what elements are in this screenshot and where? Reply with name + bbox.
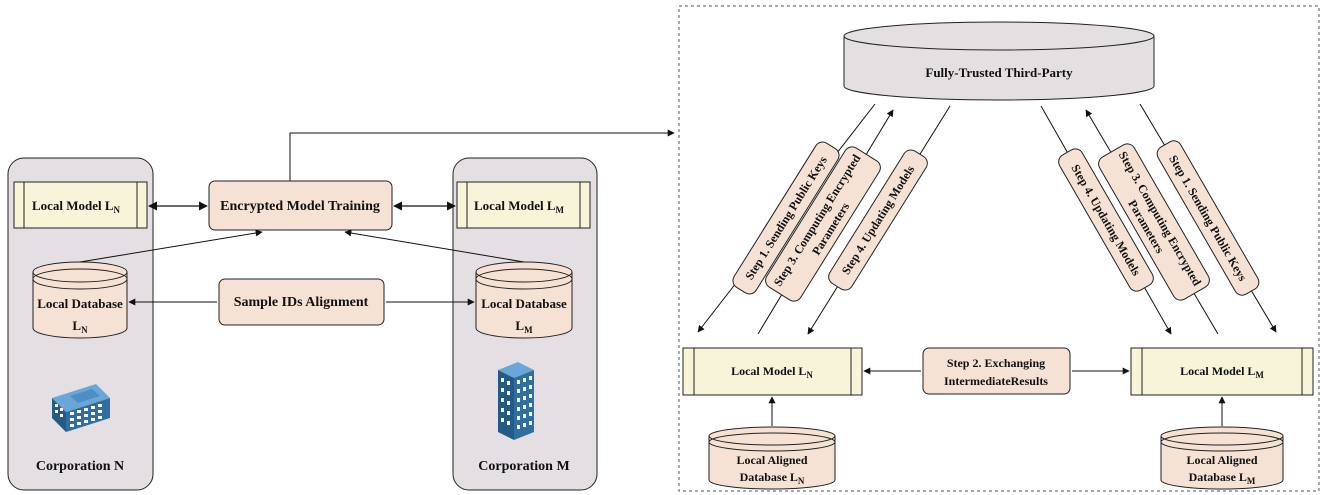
third-party-label: Fully-Trusted Third-Party — [925, 65, 1073, 80]
svg-text:Database LN: Database LN — [740, 470, 805, 486]
arrow-training-to-detail — [289, 129, 675, 181]
right-db-n-line2: Database L — [740, 470, 798, 484]
local-model-m-label: Local Model L — [474, 198, 556, 213]
svg-text:LN: LN — [72, 318, 88, 335]
local-model-m-box: Local Model LM — [456, 181, 591, 229]
local-database-n: Local Database LN — [32, 261, 128, 339]
local-database-m: Local Database LM — [475, 261, 573, 339]
local-model-n-sub: N — [114, 205, 121, 215]
right-local-model-m-box: Local Model LM — [1130, 347, 1314, 396]
local-database-n-label: Local Database — [37, 296, 123, 311]
encrypted-model-training-node: Encrypted Model Training — [208, 180, 393, 231]
exchange-line2: IntermediateResults — [944, 374, 1048, 388]
detail-panel-border — [678, 5, 1320, 492]
local-database-m-sub: M — [524, 325, 533, 335]
local-database-n-sub: N — [81, 325, 88, 335]
right-db-n-line1: Local Aligned — [736, 453, 807, 467]
right-aligned-database-m: Local Aligned Database LM — [1160, 426, 1284, 490]
right-aligned-database-n: Local Aligned Database LN — [708, 426, 836, 490]
local-database-n-label-2: L — [72, 318, 81, 333]
encrypted-model-training-label: Encrypted Model Training — [220, 199, 380, 214]
local-model-n-box: Local Model LN — [13, 181, 148, 229]
right-db-m-sub: M — [1247, 476, 1256, 486]
local-database-m-label: Local Database — [481, 296, 567, 311]
corporation-n-name: Corporation N — [36, 459, 124, 474]
local-database-m-label-2: L — [515, 318, 524, 333]
right-db-n-sub: N — [798, 476, 805, 486]
right-local-model-n-box: Local Model LN — [682, 347, 863, 396]
right-local-model-m-label: Local Model L — [1180, 364, 1255, 378]
svg-text:Database LM: Database LM — [1189, 470, 1256, 486]
sample-ids-alignment-label: Sample IDs Alignment — [234, 295, 369, 310]
svg-text:Local Model LM: Local Model LM — [1180, 364, 1264, 380]
third-party-node: Fully-Trusted Third-Party — [843, 21, 1155, 101]
right-local-model-m-sub: M — [1255, 370, 1264, 380]
svg-text:Local Model LN: Local Model LN — [32, 198, 121, 215]
svg-text:Local Model LN: Local Model LN — [731, 364, 813, 380]
arrow-db-n-training — [79, 229, 263, 263]
right-db-m-line2: Database L — [1189, 470, 1247, 484]
building-icon-n — [52, 384, 110, 432]
sample-ids-alignment-node: Sample IDs Alignment — [218, 278, 385, 326]
building-icon-m — [498, 362, 534, 440]
local-model-n-label: Local Model L — [32, 198, 114, 213]
right-local-model-n-sub: N — [806, 370, 813, 380]
right-db-m-line1: Local Aligned — [1186, 453, 1257, 467]
local-model-m-sub: M — [556, 205, 565, 215]
right-local-model-n-label: Local Model L — [731, 364, 806, 378]
corporation-m-name: Corporation M — [478, 459, 569, 474]
svg-text:Local Model LM: Local Model LM — [474, 198, 565, 215]
arrow-db-m-training — [344, 229, 525, 263]
exchange-node: Step 2. Exchanging IntermediateResults — [922, 347, 1071, 395]
svg-text:LM: LM — [515, 318, 533, 335]
exchange-line1: Step 2. Exchanging — [947, 356, 1045, 370]
